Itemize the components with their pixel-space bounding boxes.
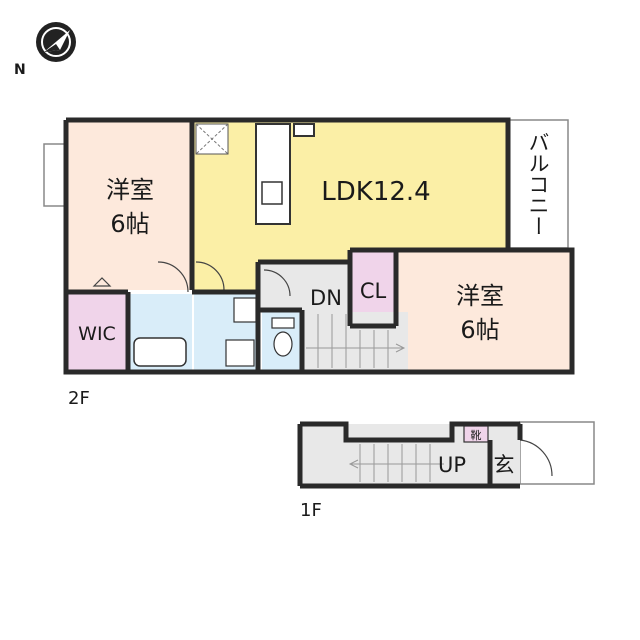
door-swings: [92, 261, 291, 297]
ldk-label: LDK12.4: [321, 177, 430, 207]
bathtub: [133, 337, 187, 367]
stair-steps-1f: [348, 444, 444, 482]
floor-2f-label: 2F: [68, 388, 90, 409]
balcony-label: バルコニー: [526, 132, 550, 237]
kitchen-counter: [195, 123, 315, 225]
entrance-door-swing: [519, 439, 553, 477]
washstand: [233, 297, 257, 323]
stair-steps-2f: [306, 314, 406, 368]
toilet-fixture: [271, 317, 295, 357]
stairs-up-label: UP: [438, 453, 466, 477]
walls-1f: [297, 421, 523, 489]
bedroom-east-label-2: 6帖: [460, 316, 499, 344]
north-label: N: [14, 62, 26, 78]
floor-1f-label: 1F: [300, 500, 322, 521]
washer-pan: [225, 339, 255, 367]
bay-window: [43, 143, 67, 207]
shoe-box-label: 靴: [471, 428, 482, 442]
stair-well: [304, 312, 408, 370]
wic-room: [68, 292, 128, 370]
ldk-room: [192, 122, 506, 262]
wic-label: WIC: [78, 323, 116, 345]
bedroom-east: [396, 252, 570, 370]
bedroom-west: [68, 122, 192, 290]
balcony-area: [507, 119, 569, 249]
closet-label: CL: [360, 279, 387, 303]
bedroom-west-label-2: 6帖: [110, 210, 149, 238]
compass-icon: [36, 22, 76, 62]
bedroom-west-label-1: 洋室: [106, 176, 154, 204]
stairs-down-label: DN: [310, 286, 342, 310]
entrance-label: 玄: [494, 453, 515, 477]
entrance-porch: [519, 421, 595, 485]
walls-2f: [63, 117, 575, 375]
bedroom-east-label-1: 洋室: [456, 282, 504, 310]
